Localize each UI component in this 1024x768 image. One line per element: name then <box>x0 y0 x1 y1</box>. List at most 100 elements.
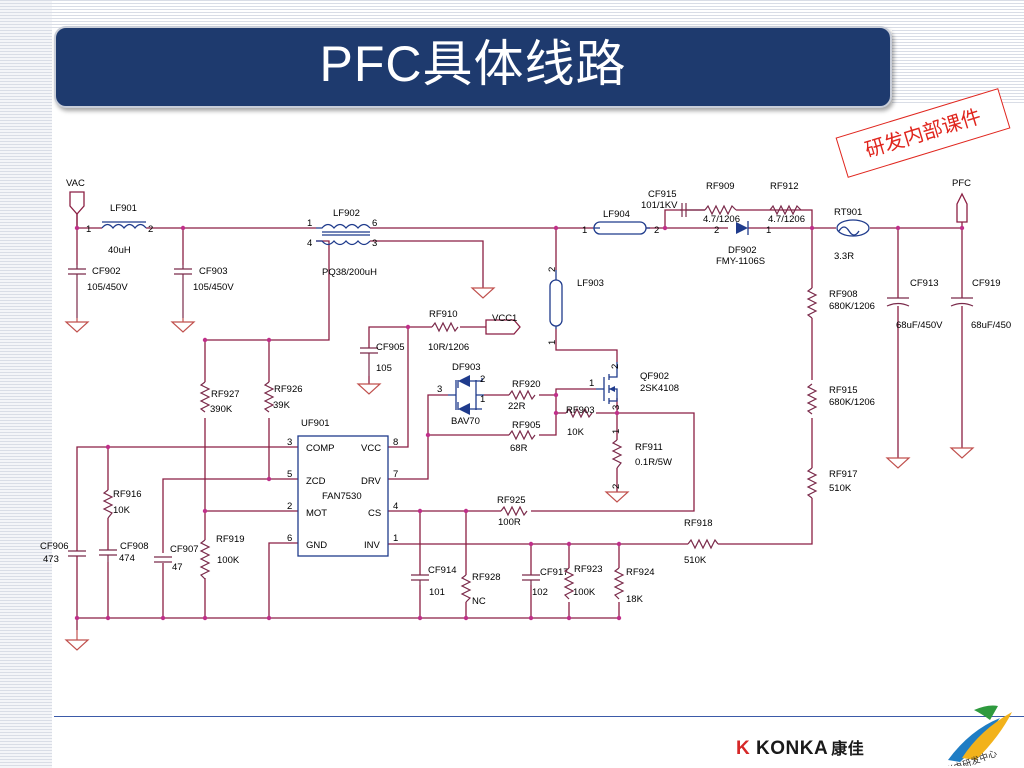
cf905-capacitor: CF905 105 <box>360 342 405 376</box>
qf902-mosfet: QF902 2SK4108 2 1 3 <box>589 362 679 410</box>
rf903-value: 10K <box>567 427 585 438</box>
qf902-pin2: 2 <box>610 364 621 369</box>
uf901-value: FAN7530 <box>322 491 362 502</box>
slide-title: PFC具体线路 <box>319 36 627 92</box>
cf908-ref: CF908 <box>120 541 149 552</box>
cf914-value: 101 <box>429 587 445 598</box>
rf911-pin1: 1 <box>611 429 622 434</box>
qf902-pin3: 3 <box>611 405 622 410</box>
rf905-value: 68R <box>510 443 528 454</box>
rf908-ref: RF908 <box>829 289 858 300</box>
lf904-bead: LF904 1 2 <box>582 209 659 236</box>
rf916-ref: RF916 <box>113 489 142 500</box>
lf902-ref: LF902 <box>333 208 360 219</box>
uf901-pin-inv: INV <box>364 540 381 551</box>
pfc-schematic: VAC PFC VCC1 LF901 40uH 1 2 CF902 105/45… <box>40 178 1011 651</box>
cf913-capacitor: CF913 68uF/450V <box>886 278 943 331</box>
uf901-pin-no4: 4 <box>393 501 398 512</box>
cf905-ref: CF905 <box>376 342 405 353</box>
rf924-value: 18K <box>626 594 644 605</box>
rf911-value: 0.1R/5W <box>635 457 672 468</box>
rf905-ref: RF905 <box>512 420 541 431</box>
rf928-resistor: RF928 NC <box>460 572 501 607</box>
rf925-value: 100R <box>498 517 521 528</box>
df903-pin2: 2 <box>480 374 485 385</box>
vcc1-terminal <box>485 319 521 335</box>
uf901-pin-no6: 6 <box>287 533 292 544</box>
rf916-resistor: RF916 10K <box>102 489 142 519</box>
rd-center-emblem: 彩电研发中心 <box>944 705 1012 766</box>
rf917-value: 510K <box>829 483 852 494</box>
rf911-ref: RF911 <box>635 442 663 453</box>
lf902-value: PQ38/200uH <box>322 267 377 278</box>
vcc1-label: VCC1 <box>492 313 517 324</box>
rf915-resistor: RF915 680K/1206 <box>806 383 875 415</box>
uf901-pin-mot: MOT <box>306 508 327 519</box>
cf913-ref: CF913 <box>910 278 939 289</box>
junction-dots <box>74 225 965 621</box>
title-bar <box>54 26 892 108</box>
rf920-ref: RF920 <box>512 379 541 390</box>
uf901-pin-no1: 1 <box>393 533 398 544</box>
rf912-value: 4.7/1206 <box>768 214 805 225</box>
cf913-value: 68uF/450V <box>896 320 943 331</box>
rf924-ref: RF924 <box>626 567 655 578</box>
lf903-bead: LF903 2 1 <box>547 267 604 345</box>
rf918-resistor: RF918 510K <box>684 518 719 566</box>
cf908-value: 474 <box>119 553 135 564</box>
lf902-pin3: 3 <box>372 238 377 249</box>
df902-diode: DF902 FMY-1106S 2 1 <box>714 221 771 267</box>
uf901-pin-gnd: GND <box>306 540 327 551</box>
wires <box>76 209 963 630</box>
rf927-value: 390K <box>210 404 233 415</box>
right-stripe-decoration <box>892 30 1024 105</box>
vac-terminal <box>69 191 85 215</box>
cf919-value: 68uF/450 <box>971 320 1011 331</box>
df903-pin1: 1 <box>480 394 485 405</box>
rf923-resistor: RF923 100K <box>563 564 603 600</box>
rf923-value: 100K <box>573 587 596 598</box>
cf903-capacitor: CF903 105/450V <box>174 265 234 318</box>
rf915-value: 680K/1206 <box>829 397 875 408</box>
lf903-ref: LF903 <box>577 278 604 289</box>
rf919-ref: RF919 <box>216 534 245 545</box>
rf925-ref: RF925 <box>497 495 526 506</box>
pfc-label: PFC <box>952 178 971 189</box>
lf904-ref: LF904 <box>603 209 630 220</box>
ground-symbols <box>64 287 975 651</box>
rf909-value: 4.7/1206 <box>703 214 740 225</box>
cf907-value: 47 <box>172 562 183 573</box>
rf911-resistor: RF911 0.1R/5W 1 2 <box>611 429 672 489</box>
rt901-ref: RT901 <box>834 207 862 218</box>
rf926-ref: RF926 <box>274 384 303 395</box>
rf918-value: 510K <box>684 555 707 566</box>
cf915-value: 101/1KV <box>641 200 678 211</box>
rf920-resistor: RF920 22R <box>508 379 541 412</box>
vac-label: VAC <box>66 178 85 189</box>
lf902-pin4: 4 <box>307 238 312 249</box>
footer-divider <box>54 716 1024 717</box>
rf916-value: 10K <box>113 505 131 516</box>
cf903-ref: CF903 <box>199 266 228 277</box>
uf901-pin-no3: 3 <box>287 437 292 448</box>
df903-value: BAV70 <box>451 416 480 427</box>
cf907-capacitor: CF907 47 <box>154 544 199 573</box>
rf908-resistor: RF908 680K/1206 <box>806 287 875 319</box>
df902-pin2: 2 <box>714 225 719 236</box>
df903-ref: DF903 <box>452 362 481 373</box>
rf917-resistor: RF917 510K <box>806 467 858 499</box>
cf917-capacitor: CF917 102 <box>522 567 569 598</box>
konka-brand-cn: 康佳 <box>831 741 865 758</box>
konka-mark: K <box>736 738 751 759</box>
cf907-ref: CF907 <box>170 544 199 555</box>
uf901-pin-no8: 8 <box>393 437 398 448</box>
lf902-transformer: LF902 PQ38/200uH 1 6 4 3 <box>307 208 377 278</box>
rf912-ref: RF912 <box>770 181 799 192</box>
lf901-ref: LF901 <box>110 203 137 214</box>
rf903-ref: RF903 <box>566 405 595 416</box>
pfc-terminal <box>956 192 968 223</box>
lf904-pin1: 1 <box>582 225 587 236</box>
rf910-value: 10R/1206 <box>428 342 469 353</box>
cf915-capacitor: CF915 101/1KV <box>641 189 705 217</box>
qf902-ref: QF902 <box>640 371 669 382</box>
